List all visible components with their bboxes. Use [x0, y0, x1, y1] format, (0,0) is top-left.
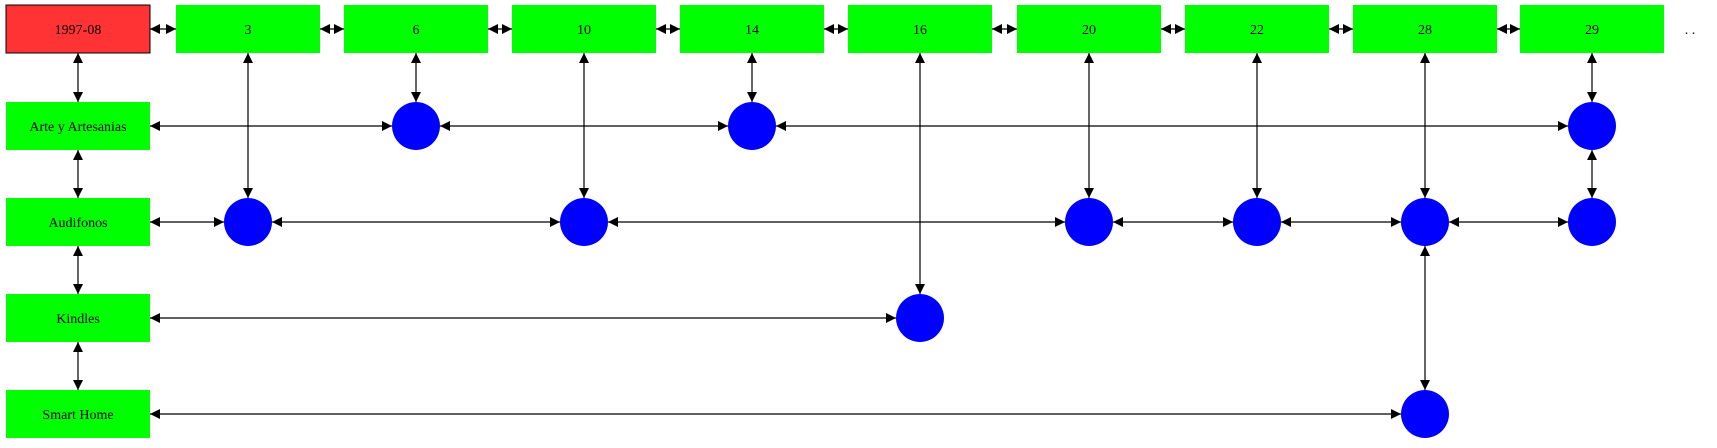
- edges: [73, 24, 1597, 419]
- period-box-label: 1997-08: [55, 23, 102, 38]
- day-box-10-label: 10: [577, 23, 591, 38]
- day-box-28: [1353, 5, 1497, 53]
- boxes: 1997-08 3 6 10 14 16 20 22 28 29 . . Arte y Artesan…: [5, 4, 1696, 438]
- node-audifonos-20: [1065, 198, 1113, 246]
- node-arte-y-artesanias-29: [1568, 102, 1616, 150]
- node-smart-home-28: [1401, 390, 1449, 438]
- day-box-20: [1017, 5, 1161, 53]
- category-box-smart-home-label: Smart Home: [42, 408, 113, 423]
- node-audifonos-3: [224, 198, 272, 246]
- day-box-28-label: 28: [1418, 23, 1432, 38]
- category-box-kindles: [6, 294, 150, 342]
- nodes: [224, 102, 1616, 438]
- category-box-audifonos-label: Audifonos: [48, 216, 107, 231]
- node-audifonos-28: [1401, 198, 1449, 246]
- day-box-3: [176, 5, 320, 53]
- node-audifonos-22: [1233, 198, 1281, 246]
- node-arte-y-artesanias-14: [728, 102, 776, 150]
- day-box-16-label: 16: [913, 23, 927, 38]
- day-box-22: [1185, 5, 1329, 53]
- category-box-audifonos: [6, 198, 150, 246]
- category-box-arte-y-artesanias-label: Arte y Artesanias: [29, 120, 126, 135]
- day-box-10: [512, 5, 656, 53]
- continuation-dots: . .: [1685, 23, 1696, 38]
- day-box-14: [680, 5, 824, 53]
- period-box: [5, 4, 151, 54]
- day-box-29: [1520, 5, 1664, 53]
- node-arte-y-artesanias-6: [392, 102, 440, 150]
- day-box-6-label: 6: [413, 23, 420, 38]
- node-kindles-16: [896, 294, 944, 342]
- day-box-20-label: 20: [1082, 23, 1096, 38]
- node-audifonos-10: [560, 198, 608, 246]
- day-box-6: [344, 5, 488, 53]
- category-box-kindles-label: Kindles: [56, 312, 100, 327]
- day-box-16: [848, 5, 992, 53]
- category-box-smart-home: [6, 390, 150, 438]
- day-box-14-label: 14: [745, 23, 759, 38]
- day-box-3-label: 3: [245, 23, 252, 38]
- category-box-arte-y-artesanias: [6, 102, 150, 150]
- day-box-29-label: 29: [1585, 23, 1599, 38]
- node-audifonos-29: [1568, 198, 1616, 246]
- day-box-22-label: 22: [1250, 23, 1264, 38]
